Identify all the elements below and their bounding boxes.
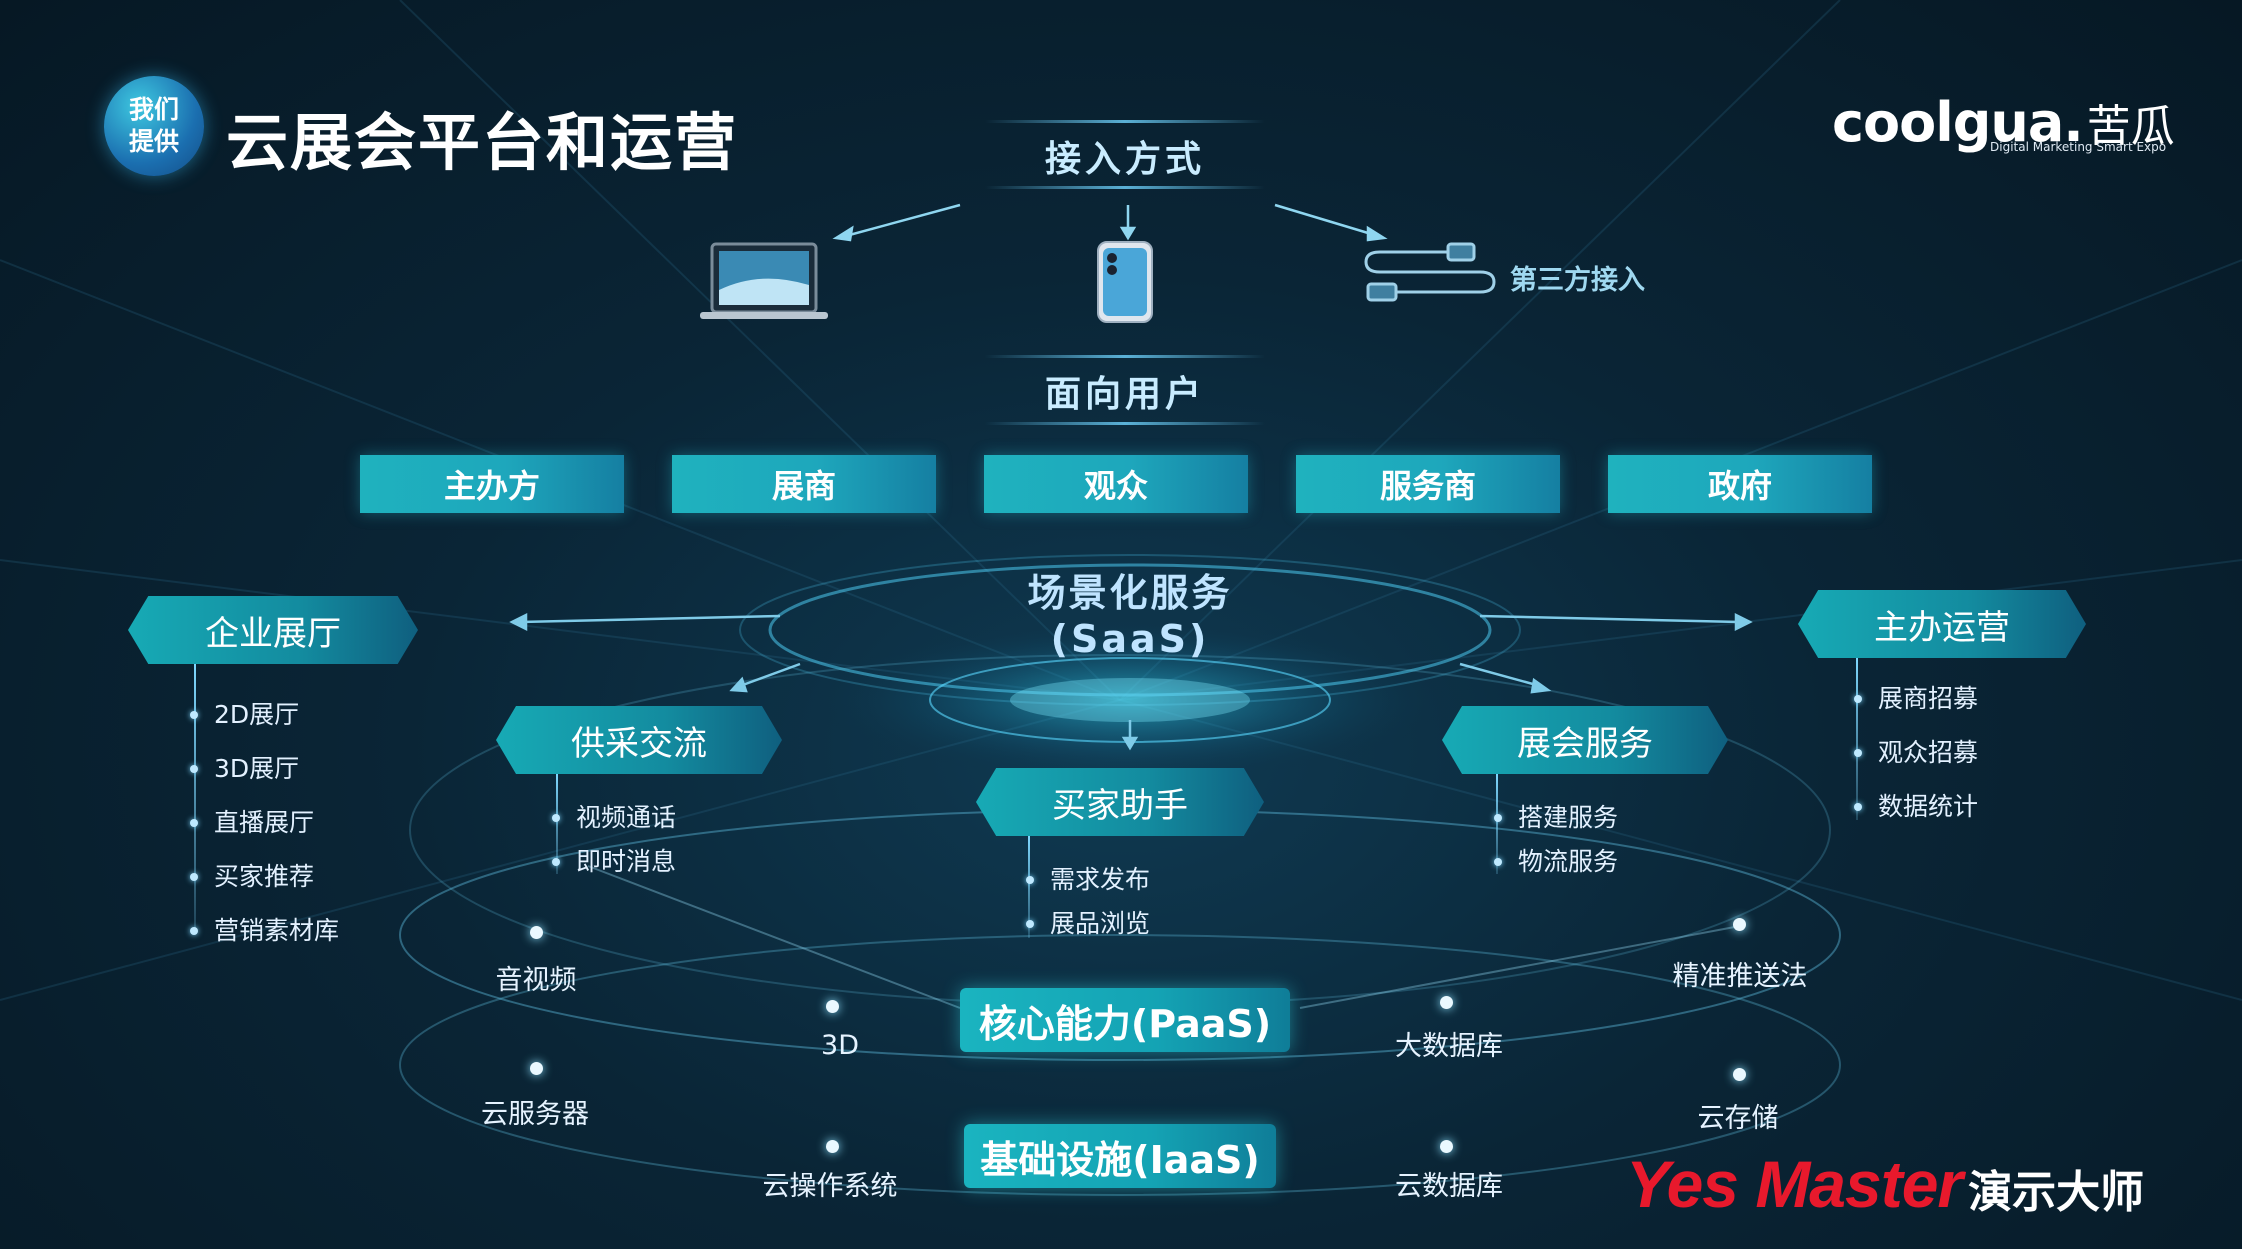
- node-dot: [1733, 1068, 1746, 1081]
- list-item: 营销素材库: [190, 904, 339, 958]
- iaas-infrastructure[interactable]: 基础设施(IaaS): [964, 1124, 1276, 1188]
- user-organizer[interactable]: 主办方: [360, 455, 624, 513]
- node-dot: [826, 1140, 839, 1153]
- list-item: 需求发布: [1026, 858, 1150, 902]
- module-expo-service[interactable]: 展会服务: [1442, 706, 1728, 774]
- badge-line1: 我们: [129, 94, 179, 126]
- access-heading: 接入方式: [995, 130, 1255, 182]
- saas-line2: (SaaS): [980, 616, 1280, 662]
- list-item: 展商招募: [1854, 672, 1978, 726]
- watermark-cn: 演示大师: [1968, 1167, 2144, 1218]
- paas-node-av: 音视频: [476, 958, 596, 997]
- node-dot: [530, 1062, 543, 1075]
- provider-badge: 我们 提供: [104, 76, 204, 176]
- badge-line2: 提供: [129, 126, 179, 158]
- iaas-node-cloud-server: 云服务器: [460, 1092, 610, 1131]
- node-dot: [826, 1000, 839, 1013]
- page-title: 云展会平台和运营: [226, 92, 738, 182]
- list-item: 视频通话: [552, 796, 676, 840]
- list-item: 数据统计: [1854, 780, 1978, 834]
- buyer-list: 需求发布 展品浏览: [1026, 858, 1150, 946]
- third-party-label: 第三方接入: [1510, 258, 1645, 297]
- node-dot: [1440, 1140, 1453, 1153]
- list-item: 物流服务: [1494, 840, 1618, 884]
- node-dot: [1733, 918, 1746, 931]
- list-item: 直播展厅: [190, 796, 339, 850]
- usb-icon: [1366, 244, 1494, 300]
- supply-list: 视频通话 即时消息: [552, 796, 676, 884]
- user-government[interactable]: 政府: [1608, 455, 1872, 513]
- logo-subtitle: Digital Marketing Smart Expo: [1990, 140, 2166, 154]
- module-enterprise-hall[interactable]: 企业展厅: [128, 596, 418, 664]
- saas-label: 场景化服务 (SaaS): [980, 570, 1280, 662]
- user-audience[interactable]: 观众: [984, 455, 1248, 513]
- node-dot: [1440, 996, 1453, 1009]
- module-buyer-assistant[interactable]: 买家助手: [976, 768, 1264, 836]
- iaas-node-cloud-db: 云数据库: [1374, 1164, 1524, 1203]
- list-item: 即时消息: [552, 840, 676, 884]
- phone-icon: [1098, 242, 1152, 322]
- module-supply-exchange[interactable]: 供采交流: [496, 706, 782, 774]
- watermark-en: Yes Master: [1626, 1147, 1962, 1221]
- users-heading: 面向用户: [995, 365, 1255, 417]
- list-item: 2D展厅: [190, 688, 339, 742]
- module-organizer-operations[interactable]: 主办运营: [1798, 590, 2086, 658]
- saas-line1: 场景化服务: [980, 570, 1280, 616]
- iaas-node-cloud-storage: 云存储: [1668, 1096, 1808, 1135]
- expo-list: 搭建服务 物流服务: [1494, 796, 1618, 884]
- paas-node-3d: 3D: [780, 1030, 900, 1061]
- list-item: 买家推荐: [190, 850, 339, 904]
- paas-core-capability[interactable]: 核心能力(PaaS): [960, 988, 1290, 1052]
- list-item: 3D展厅: [190, 742, 339, 796]
- user-exhibitor[interactable]: 展商: [672, 455, 936, 513]
- list-item: 搭建服务: [1494, 796, 1618, 840]
- organizer-list: 展商招募 观众招募 数据统计: [1854, 672, 1978, 834]
- list-item: 观众招募: [1854, 726, 1978, 780]
- laptop-icon: [700, 244, 828, 319]
- user-service-provider[interactable]: 服务商: [1296, 455, 1560, 513]
- iaas-node-cloud-os: 云操作系统: [740, 1164, 920, 1203]
- paas-node-bigdata: 大数据库: [1374, 1024, 1524, 1063]
- list-item: 展品浏览: [1026, 902, 1150, 946]
- enterprise-list: 2D展厅 3D展厅 直播展厅 买家推荐 营销素材库: [190, 688, 339, 958]
- paas-node-precise-push: 精准推送法: [1650, 954, 1830, 993]
- node-dot: [530, 926, 543, 939]
